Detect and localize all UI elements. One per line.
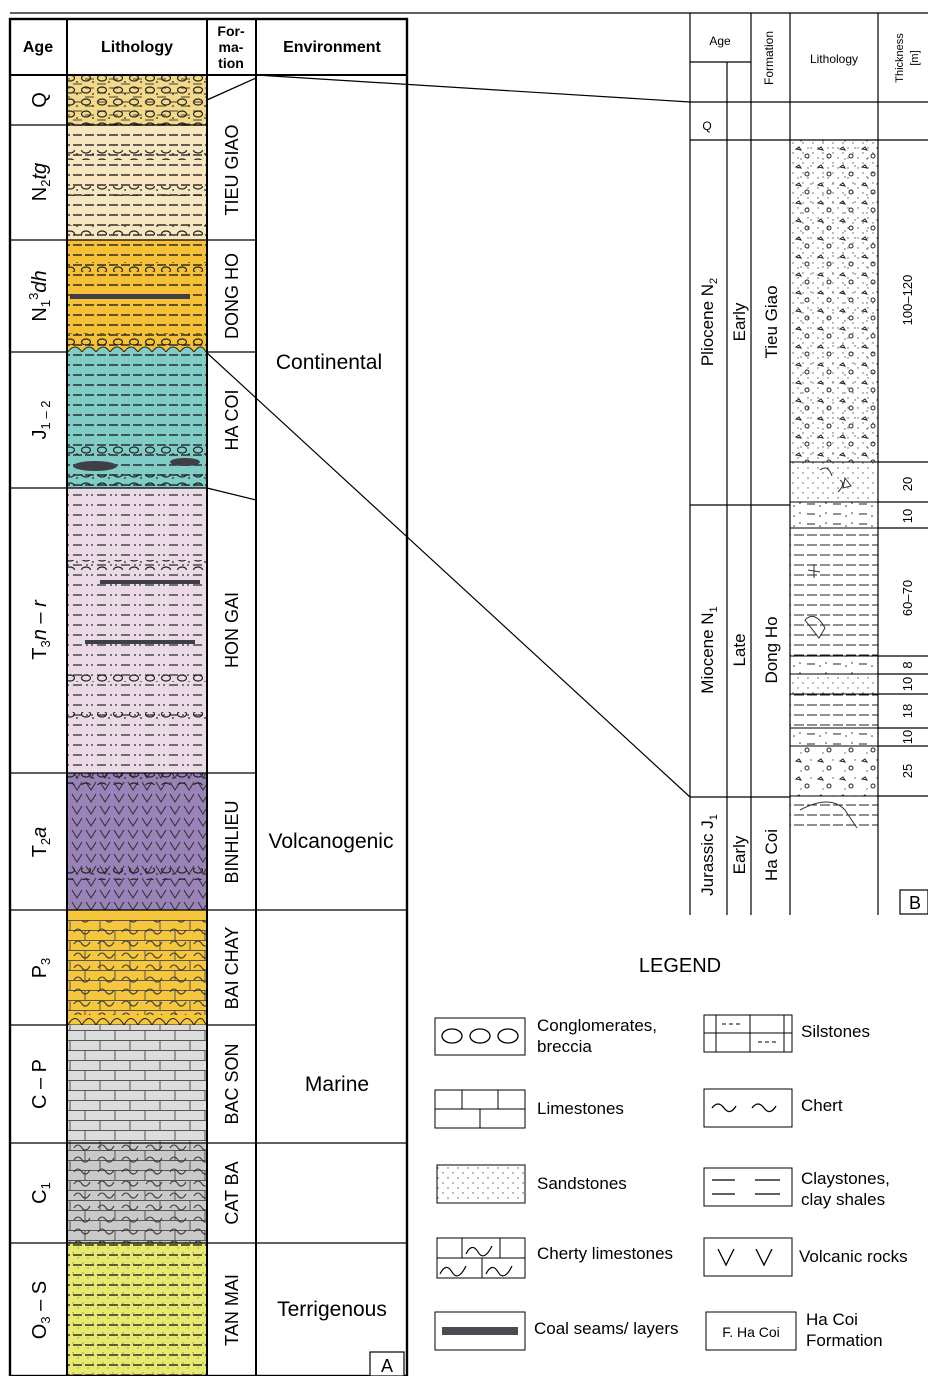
age-o3-s: O3 – S: [29, 1281, 53, 1339]
legend-chert: Chert: [801, 1096, 843, 1115]
b-subage-late: Late: [730, 633, 749, 666]
formation-tan-mai: TAN MAI: [222, 1274, 242, 1346]
env-continental: Continental: [276, 351, 382, 374]
age-q: Q: [29, 92, 51, 108]
legend-title: LEGEND: [639, 955, 721, 977]
thickness-3: 10: [900, 509, 915, 523]
legend-ha-coi-line-2: Formation: [806, 1331, 883, 1350]
legend: LEGEND: [434, 955, 908, 1351]
formation-dong-ho: DONG HO: [222, 253, 242, 339]
b-header-thickness: Thickness: [894, 33, 906, 83]
header-age: Age: [23, 39, 53, 56]
formation-tieu-giao: TIEU GIAO: [222, 124, 242, 215]
legend-ha-coi-line-1: Ha Coi: [806, 1310, 858, 1329]
b-formation-dong-ho: Dong Ho: [762, 616, 781, 683]
legend-conglomerates-line-2: breccia: [537, 1037, 592, 1056]
formation-bac-son: BAC SON: [222, 1043, 242, 1124]
cherty-limestone-icon: [436, 1237, 526, 1279]
formation-hon-gai: HON GAI: [222, 592, 242, 668]
age-n1dh: N13dh: [26, 270, 53, 321]
header-lithology: Lithology: [101, 39, 173, 56]
legend-limestones: Limestones: [537, 1099, 624, 1118]
env-volcanogenic: Volcanogenic: [269, 830, 394, 853]
formation-box-icon: F. Ha Coi: [705, 1311, 797, 1351]
panel-label-b: B: [909, 893, 921, 913]
formation-bai-chay: BAI CHAY: [222, 927, 242, 1010]
env-terrigenous: Terrigenous: [277, 1298, 387, 1321]
coal-icon: [434, 1311, 526, 1351]
b-age-jurassic: Jurassic J1: [698, 814, 720, 896]
b-subage-early-1: Early: [730, 302, 749, 341]
legend-siltstones: Silstones: [801, 1022, 870, 1041]
thickness-5: 8: [900, 661, 915, 668]
formation-box-text: F. Ha Coi: [722, 1324, 780, 1340]
header-environment: Environment: [283, 39, 381, 56]
panel-label-a: A: [381, 1356, 393, 1376]
age-t3n-r: T3n – r: [29, 599, 53, 660]
legend-conglomerates-line-1: Conglomerates,: [537, 1016, 657, 1035]
legend-sandstones: Sandstones: [537, 1174, 627, 1193]
b-header-thickness-unit: [m]: [909, 50, 921, 65]
b-age-miocene: Miocene N1: [698, 606, 720, 693]
b-header-formation: Formation: [762, 31, 776, 85]
thickness-6: 10: [900, 677, 915, 691]
column-b: Age Formation Lithology Thickness [m] Q …: [689, 13, 928, 915]
column-a: Age Lithology For- ma- tion Environment …: [8, 17, 409, 1376]
conglomerate-icon: [434, 1017, 526, 1056]
legend-cherty-limestones: Cherty limestones: [537, 1244, 673, 1263]
siltstone-icon: [703, 1014, 793, 1053]
volcanic-icon: [703, 1237, 793, 1277]
formation-cat-ba: CAT BA: [222, 1161, 242, 1224]
correlation-lines: [10, 12, 928, 798]
header-formation-line-2: ma-: [219, 39, 244, 55]
thickness-2: 20: [900, 477, 915, 491]
b-formation-tieu-giao: Tieu Giao: [762, 285, 781, 358]
header-formation-line-1: For-: [217, 23, 245, 39]
thickness-1: 100–120: [900, 275, 915, 326]
formation-ha-coi: HA COI: [222, 389, 242, 450]
formation-binhlieu: BINHLIEU: [222, 800, 242, 883]
age-p3: P3: [29, 958, 53, 979]
age-c1: C1: [29, 1182, 53, 1204]
b-header-age: Age: [709, 34, 731, 48]
thickness-9: 25: [900, 764, 915, 778]
legend-volcanic-rocks: Volcanic rocks: [799, 1247, 908, 1266]
b-age-q: Q: [702, 119, 711, 133]
age-n2tg: N2tg: [29, 163, 53, 201]
header-formation-line-3: tion: [218, 55, 244, 71]
b-formation-ha-coi: Ha Coi: [762, 829, 781, 881]
claystone-icon: [703, 1167, 793, 1207]
chert-icon: [703, 1088, 793, 1128]
age-t2a: T2a: [29, 827, 53, 858]
age-c-p: C – P: [29, 1059, 51, 1109]
lithology-column-b: [790, 140, 878, 830]
age-j1-2: J1 – 2: [29, 401, 53, 440]
b-subage-early-2: Early: [730, 835, 749, 874]
thickness-8: 10: [900, 730, 915, 744]
legend-claystones-line-1: Claystones,: [801, 1169, 890, 1188]
lithology-column-a: [67, 75, 207, 1376]
legend-claystones-line-2: clay shales: [801, 1190, 885, 1209]
sandstone-icon: [436, 1164, 526, 1204]
thickness-7: 18: [900, 704, 915, 718]
env-marine: Marine: [305, 1073, 369, 1096]
b-age-pliocene: Pliocene N2: [698, 278, 720, 366]
limestone-icon: [434, 1089, 526, 1129]
legend-coal-seams: Coal seams/ layers: [534, 1319, 679, 1338]
thickness-4: 60–70: [900, 580, 915, 616]
b-header-lithology: Lithology: [810, 52, 858, 66]
